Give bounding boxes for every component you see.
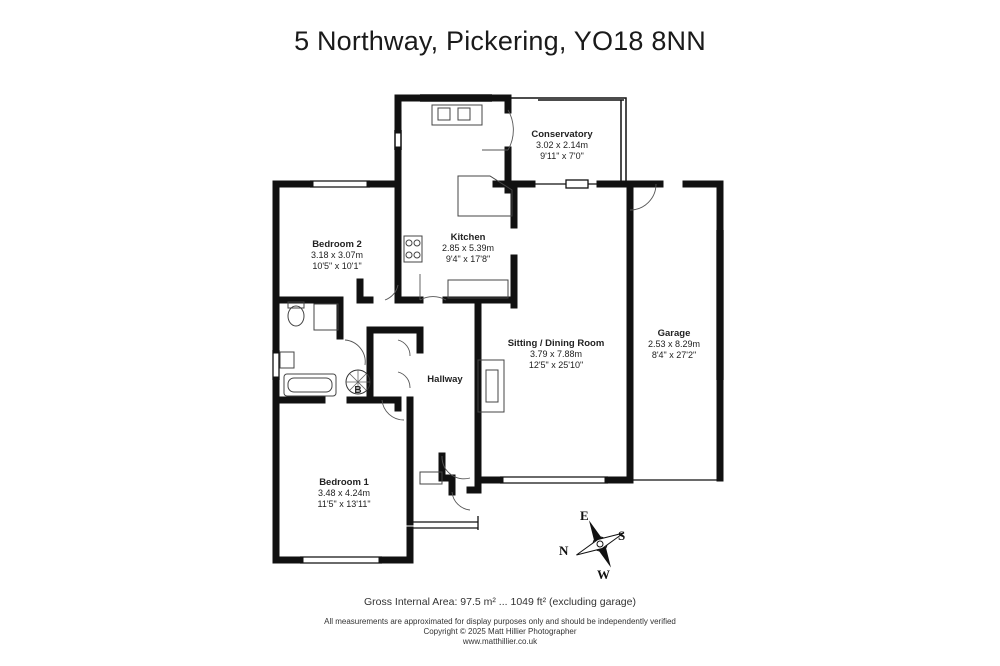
disclaimer: All measurements are approximated for di… <box>324 617 676 626</box>
wall-bedroom2 <box>272 180 402 404</box>
compass-west: W <box>597 567 610 582</box>
room-metric: 3.18 x 3.07m <box>310 250 364 260</box>
compass-south: S <box>618 528 626 543</box>
room-imperial: 11'5" x 13'11" <box>317 499 371 509</box>
wall-sitting <box>596 180 634 484</box>
room-imperial: 9'4" x 17'8" <box>445 254 491 264</box>
gross-internal-area: Gross Internal Area: 97.5 m² ... 1049 ft… <box>364 596 636 608</box>
room-metric: 2.85 x 5.39m <box>441 243 495 253</box>
room-imperial: 9'11" x 7'0" <box>540 151 584 161</box>
room-label-kitchen: Kitchen 2.85 x 5.39m 9'4" x 17'8" <box>428 232 508 265</box>
copyright: Copyright © 2025 Matt Hillier Photograph… <box>423 627 577 636</box>
room-label-bedroom1: Bedroom 1 3.48 x 4.24m 11'5" x 13'11" <box>296 477 392 510</box>
room-label-hallway: Hallway <box>420 374 470 385</box>
website: www.matthillier.co.uk <box>462 637 538 646</box>
room-name: Kitchen <box>450 232 486 243</box>
footer-notes: All measurements are approximated for di… <box>0 617 1000 647</box>
room-label-sitting: Sitting / Dining Room 3.79 x 7.88m 12'5"… <box>498 338 614 371</box>
room-metric: 2.53 x 8.29m <box>647 339 701 349</box>
room-imperial: 12'5" x 25'10" <box>528 360 584 370</box>
wall-garage <box>626 180 724 482</box>
page-title: 5 Northway, Pickering, YO18 8NN <box>294 26 706 56</box>
room-name: Sitting / Dining Room <box>507 338 605 349</box>
room-name: Garage <box>657 328 691 339</box>
room-label-conservatory: Conservatory 3.02 x 2.14m 9'11" x 7'0" <box>516 129 608 162</box>
room-imperial: 8'4" x 27'2" <box>651 350 697 360</box>
room-metric: 3.48 x 4.24m <box>317 488 371 498</box>
compass-east: E <box>580 508 589 523</box>
room-label-bedroom2: Bedroom 2 3.18 x 3.07m 10'5" x 10'1" <box>292 239 382 272</box>
room-metric: 3.79 x 7.88m <box>529 349 583 359</box>
boiler-label: B <box>354 385 362 396</box>
room-name: Bedroom 2 <box>312 239 362 250</box>
room-name: Conservatory <box>531 129 593 140</box>
wall-bedroom1 <box>272 396 414 564</box>
room-name: Bedroom 1 <box>319 477 369 488</box>
room-label-garage: Garage 2.53 x 8.29m 8'4" x 27'2" <box>636 328 712 361</box>
room-imperial: 10'5" x 10'1" <box>312 261 362 271</box>
compass-north: N <box>559 543 569 558</box>
room-metric: 3.02 x 2.14m <box>535 140 589 150</box>
conservatory-glazing <box>508 97 627 182</box>
room-name: Hallway <box>427 374 463 385</box>
compass-icon <box>576 520 624 568</box>
boiler-icon <box>345 369 371 395</box>
